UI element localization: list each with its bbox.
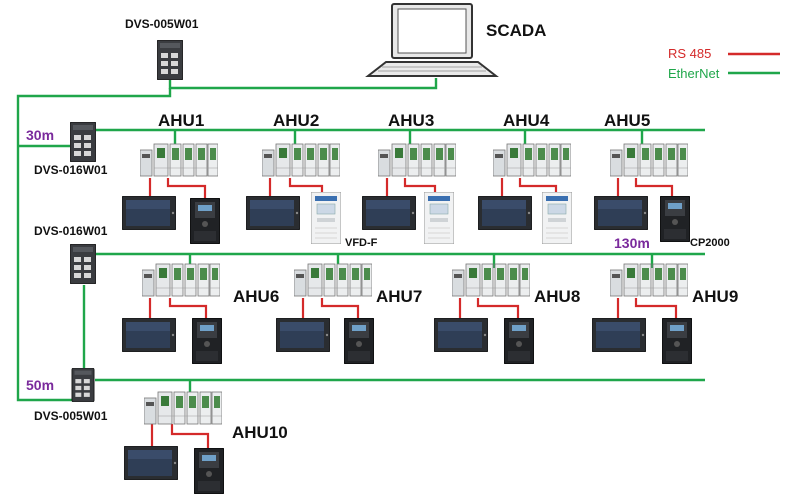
ahu-group-4: AHU4 — [478, 111, 572, 244]
ahu-group-9: AHU9 — [592, 263, 738, 364]
ahu-group-7: AHU7 — [276, 263, 422, 364]
scada-label: SCADA — [486, 21, 546, 40]
ahu-group-1: AHU1 — [122, 111, 220, 244]
ahu-group-2: AHU2 VFD-F — [246, 111, 378, 249]
ahu-label: AHU1 — [158, 111, 204, 130]
ahu-label: AHU3 — [388, 111, 434, 130]
rs485-ahu4-drive — [518, 178, 558, 196]
switch-top: DVS-005W01 — [125, 17, 199, 80]
distance-row1: 30m — [26, 127, 54, 143]
switch-row3-label: DVS-005W01 — [34, 409, 108, 423]
ahu-label: AHU5 — [604, 111, 650, 130]
ahu-group-6: AHU6 — [122, 263, 279, 364]
vfd-f-label: VFD-F — [345, 237, 378, 249]
ahu-label: AHU4 — [503, 111, 550, 130]
ahu-label: AHU2 — [273, 111, 319, 130]
rs485-ahu9-drive — [634, 298, 678, 320]
rs485-ahu10-drive — [170, 424, 210, 450]
legend: RS 485 EtherNet — [668, 46, 780, 81]
ahu-label: AHU8 — [534, 287, 580, 306]
ahu-label: AHU9 — [692, 287, 738, 306]
ahu-label: AHU6 — [233, 287, 279, 306]
switch-row2: DVS-016W01 — [34, 224, 108, 284]
switch-row1-label: DVS-016W01 — [34, 163, 108, 177]
ahu-label: AHU10 — [232, 423, 288, 442]
link-top-switch-trunk — [16, 88, 172, 402]
cp2000-label: CP2000 — [690, 237, 730, 249]
rs485-ahu7-drive — [320, 298, 360, 320]
rs485-ahu8-drive — [476, 298, 520, 320]
switch-row1: DVS-016W01 — [34, 122, 108, 177]
link-scada-switch — [168, 78, 438, 90]
rs485-ahu3-drive — [403, 178, 437, 196]
ahu-group-3: AHU3 — [362, 111, 456, 244]
ahu-group-8: AHU8 — [434, 263, 580, 364]
ahu-label: AHU7 — [376, 287, 422, 306]
distance-row3: 50m — [26, 377, 54, 393]
rs485-ahu1-drive — [166, 178, 207, 200]
legend-ethernet-label: EtherNet — [668, 66, 720, 81]
ahu-group-5: AHU5 CP2000 — [594, 111, 730, 249]
switch-row2-label: DVS-016W01 — [34, 224, 108, 238]
ahu-group-10: AHU10 — [124, 391, 288, 494]
ethernet-links — [16, 78, 705, 402]
rs485-ahu6-drive — [168, 298, 208, 320]
switch-row3: DVS-005W01 — [34, 368, 108, 423]
rs485-links — [148, 178, 678, 450]
distance-row2: 130m — [614, 235, 650, 251]
rs485-ahu2-drive — [288, 178, 324, 196]
legend-rs485-label: RS 485 — [668, 46, 711, 61]
switch-top-label: DVS-005W01 — [125, 17, 199, 31]
rs485-ahu5-drive — [634, 178, 674, 198]
scada-laptop: SCADA — [365, 3, 546, 77]
